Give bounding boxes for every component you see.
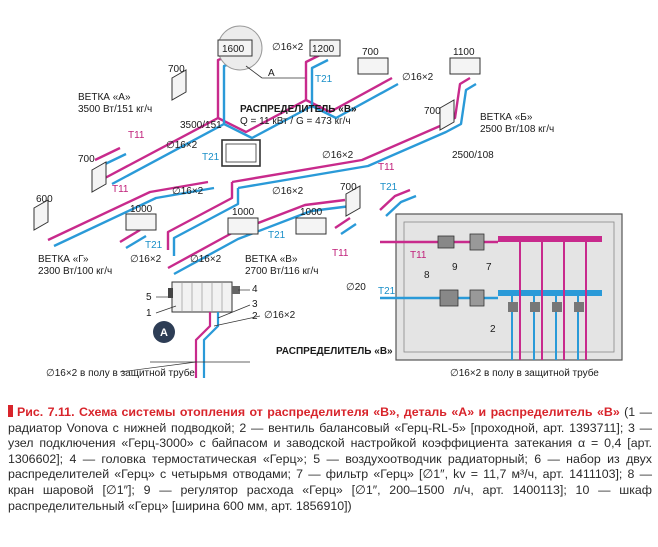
heating-scheme-diagram: 1600 1200 700 1100 700 700 700 600 1000 … [33,25,623,379]
floor-note-right: ∅16×2 в полу в защитной трубе [450,367,599,379]
radiator-1100-label: 1100 [453,47,475,58]
radiator-700-mid-label: 700 [78,154,95,165]
callout-2-a: 2 [252,311,258,322]
pipe-label-9: ∅16×2 [264,310,296,321]
main-pipe-label: ∅20 [346,282,366,293]
callout-5: 5 [146,292,152,303]
tag-t11-v: T11 [332,248,349,259]
pipe-label-5: ∅16×2 [172,186,204,197]
radiator-1000-v1 [227,217,259,235]
branch-b-load: 2500 Вт/108 кг/ч [480,124,554,135]
radiator-1200-label: 1200 [312,44,335,55]
radiator-1600-label: 1600 [222,44,245,55]
branch-a-name: ВЕТКА «А» [78,92,131,103]
tag-t11-a: T11 [128,130,145,141]
branch-a-load: 3500 Вт/151 кг/ч [78,104,152,115]
supply-pipes [47,50,471,270]
detail-a-tag: A [268,68,275,79]
tag-t21-a: T21 [202,152,220,163]
radiator-1200 [309,39,341,57]
radiator-700-top-label: 700 [362,47,379,58]
radiator-1100 [449,57,481,75]
distributor-cabinet: 9 8 7 2 T11 T21 [378,213,623,361]
callout-8: 9 [452,262,458,273]
tag-t21-g: T21 [145,240,163,251]
detail-a: A 5 1 4 3 2 [146,281,261,378]
figure-caption: Рис. 7.11. Схема системы отопления от ра… [8,405,652,514]
caption-title: Рис. 7.11. Схема системы отопления от ра… [17,405,620,419]
pipe-label-6: ∅16×2 [272,186,304,197]
tag-t21-top: T21 [315,74,333,85]
radiator-700-b [439,99,455,131]
flow-b-label: 2500/108 [452,150,494,161]
pipe-label-7: ∅16×2 [130,254,162,265]
callout-9: 8 [424,270,430,281]
branch-b-name: ВЕТКА «Б» [480,112,533,123]
caption-accent-bar [8,405,13,417]
branch-v-name: ВЕТКА «В» [245,254,298,265]
radiator-1000-g [125,213,157,231]
distributor-params: Q = 11 кВт / G = 473 кг/ч [240,116,351,127]
radiator-700-a-label: 700 [168,64,185,75]
radiator-600 [33,199,49,231]
radiator-700-v-label: 700 [340,182,357,193]
radiator-1000-g-label: 1000 [130,204,153,215]
radiator-1600 [217,39,253,57]
callout-2-b: 2 [490,324,496,335]
detail-a-badge [153,321,175,343]
floor-note-left: ∅16×2 в полу в защитной трубе [46,367,195,379]
caption-body: (1 — радиатор Vonova с нижней подводкой;… [8,405,652,513]
callout-7: 7 [486,262,492,273]
radiator-700-top [357,57,389,75]
branch-g-load: 2300 Вт/100 кг/ч [38,266,112,277]
radiator-700-a [171,69,187,101]
tag-t21-cabinet: T21 [378,286,396,297]
cabinet-title: РАСПРЕДЕЛИТЕЛЬ «В» [276,346,393,357]
detail-a-badge-label: A [160,327,168,339]
distributor-title: РАСПРЕДЕЛИТЕЛЬ «В» [240,104,357,115]
radiator-600-label: 600 [36,194,53,205]
radiator-1000-v1-label: 1000 [232,207,255,218]
tag-t21-b: T21 [380,182,398,193]
tag-t21-v: T21 [268,230,286,241]
radiator-700-b-label: 700 [424,106,441,117]
callout-1: 1 [146,308,152,319]
radiators [33,25,481,235]
tag-t11-cabinet: T11 [410,250,427,261]
return-pipes [53,56,477,276]
pipe-label-8: ∅16×2 [190,254,222,265]
radiator-1000-v2-label: 1000 [300,207,323,218]
radiator-1000-v2 [295,217,327,235]
tag-t11-g: T11 [112,184,129,195]
flow-a-label: 3500/151 [180,120,222,131]
pipe-label-2: ∅16×2 [402,72,434,83]
radiator-700-mid [91,161,107,193]
radiator-700-v [345,185,361,217]
branch-g-name: ВЕТКА «Г» [38,254,89,265]
pipe-label-1: ∅16×2 [272,42,304,53]
pipe-label-4: ∅16×2 [322,150,354,161]
callout-4: 4 [252,284,258,295]
tag-t11-b: T11 [378,162,395,173]
pipe-label-3: ∅16×2 [166,140,198,151]
callout-3: 3 [252,299,258,310]
branch-v-load: 2700 Вт/116 кг/ч [245,266,318,277]
